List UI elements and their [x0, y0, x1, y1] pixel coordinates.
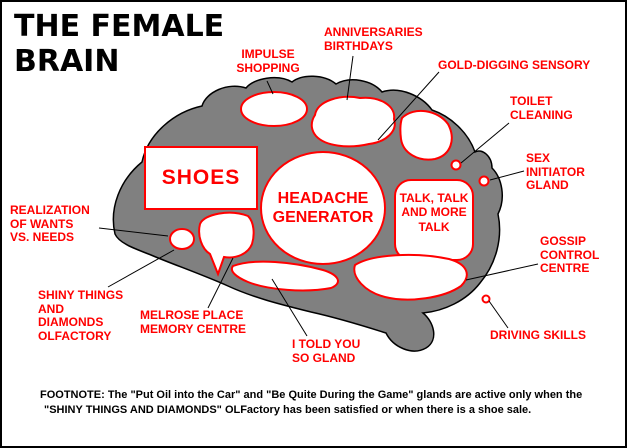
pointer-line-sex-initiator [489, 170, 525, 181]
region-i-told-you-so [230, 260, 339, 292]
footnote-line-1: FOOTNOTE: The "Put Oil into the Car" and… [40, 389, 583, 401]
region-toilet-cleaning [450, 159, 462, 171]
region-label-shoes: SHOES [161, 166, 241, 189]
label-sex-initiator-gland: SEX INITIATOR GLAND [526, 151, 585, 193]
pointer-line-impulse-shopping [266, 80, 274, 95]
label-i-told-you-so-gland: I TOLD YOU SO GLAND [292, 337, 361, 365]
pointer-line-gossip-control [465, 263, 539, 281]
label-realization-of-wants: REALIZATION OF WANTS VS. NEEDS [10, 203, 90, 245]
region-impulse-shopping [240, 91, 308, 127]
pointer-line-driving-skills [488, 300, 509, 329]
region-shoes [144, 146, 258, 210]
region-driving-skills [481, 294, 491, 304]
page-title: THE FEMALE BRAIN [14, 9, 225, 79]
label-shiny-things-diamonds: SHINY THINGS AND DIAMONDS OLFACTORY [38, 288, 124, 344]
pointer-line-shiny-things [107, 249, 175, 288]
pointer-line-melrose-place [207, 257, 234, 309]
region-gold-digging-sensory [399, 109, 453, 161]
pointer-line-realization [98, 227, 169, 237]
region-headache-generator [260, 151, 386, 265]
label-anniversaries-birthdays: ANNIVERSARIES BIRTHDAYS [324, 25, 423, 53]
label-impulse-shopping: IMPULSE SHOPPING [236, 47, 300, 75]
footnote-line-2: "SHINY THINGS AND DIAMONDS" OLFactory ha… [44, 404, 532, 416]
region-shiny-things-diamonds [198, 211, 255, 277]
region-sex-initiator-gland [478, 175, 490, 187]
label-gold-digging-sensory: GOLD-DIGGING SENSORY [438, 58, 591, 72]
pointer-line-i-told-you-so [271, 278, 308, 337]
pointer-line-gold-digging [377, 71, 440, 141]
region-label-headache-generator: HEADACHE GENERATOR [272, 190, 374, 227]
pointer-line-toilet-cleaning [460, 122, 510, 164]
label-driving-skills: DRIVING SKILLS [490, 328, 587, 342]
region-realization-of-wants [169, 228, 195, 250]
label-toilet-cleaning: TOILET CLEANING [510, 94, 573, 122]
region-label-talk-talk: TALK, TALK AND MORE TALK [399, 191, 469, 234]
label-gossip-control-centre: GOSSIP CONTROL CENTRE [540, 234, 600, 276]
pointer-line-anniversaries [346, 55, 354, 101]
region-gossip-control-centre [353, 253, 468, 301]
label-melrose-place-memory-centre: MELROSE PLACE MEMORY CENTRE [140, 308, 247, 336]
region-anniversaries-birthdays [310, 96, 396, 148]
